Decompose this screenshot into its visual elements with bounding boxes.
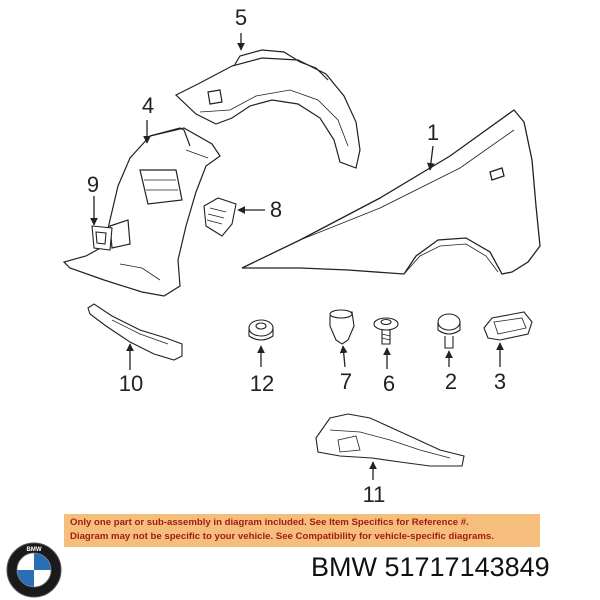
part-6-screw bbox=[373, 317, 399, 345]
callout-1: 1 bbox=[427, 120, 439, 145]
callout-2: 2 bbox=[445, 369, 457, 394]
leader-lines bbox=[90, 33, 504, 480]
callout-10: 10 bbox=[119, 371, 143, 396]
part-number-label: BMW 51717143849 bbox=[311, 552, 550, 582]
logo-lettering: BMW bbox=[27, 547, 42, 553]
callout-3: 3 bbox=[494, 369, 506, 394]
part-8-trim-cover bbox=[203, 197, 237, 237]
disclaimer-banner: Only one part or sub-assembly in diagram… bbox=[64, 514, 540, 547]
callout-5: 5 bbox=[235, 5, 247, 30]
callout-4: 4 bbox=[142, 93, 154, 118]
callout-12: 12 bbox=[250, 371, 274, 396]
part-2-bolt bbox=[437, 313, 461, 349]
part-12-nut bbox=[248, 319, 274, 341]
callout-7: 7 bbox=[340, 369, 352, 394]
bmw-logo: BMW bbox=[6, 542, 62, 598]
disclaimer-line-1: Only one part or sub-assembly in diagram… bbox=[70, 517, 469, 528]
part-7-expansion-clip bbox=[329, 309, 355, 345]
part-11-splash-shield bbox=[315, 413, 465, 467]
callout-6: 6 bbox=[383, 371, 395, 396]
callout-9: 9 bbox=[87, 172, 99, 197]
part-5-wheel-arch-liner bbox=[174, 49, 361, 169]
part-3-bracket bbox=[483, 311, 533, 341]
disclaimer-line-2: Diagram may not be specific to your vehi… bbox=[70, 531, 494, 542]
callout-8: 8 bbox=[270, 197, 282, 222]
part-4-inner-fender-liner bbox=[62, 127, 221, 297]
callout-11: 11 bbox=[363, 482, 386, 507]
part-1-front-fender bbox=[241, 109, 541, 275]
part-10-lower-strip bbox=[87, 303, 183, 361]
part-9-clip-bracket bbox=[91, 225, 113, 251]
